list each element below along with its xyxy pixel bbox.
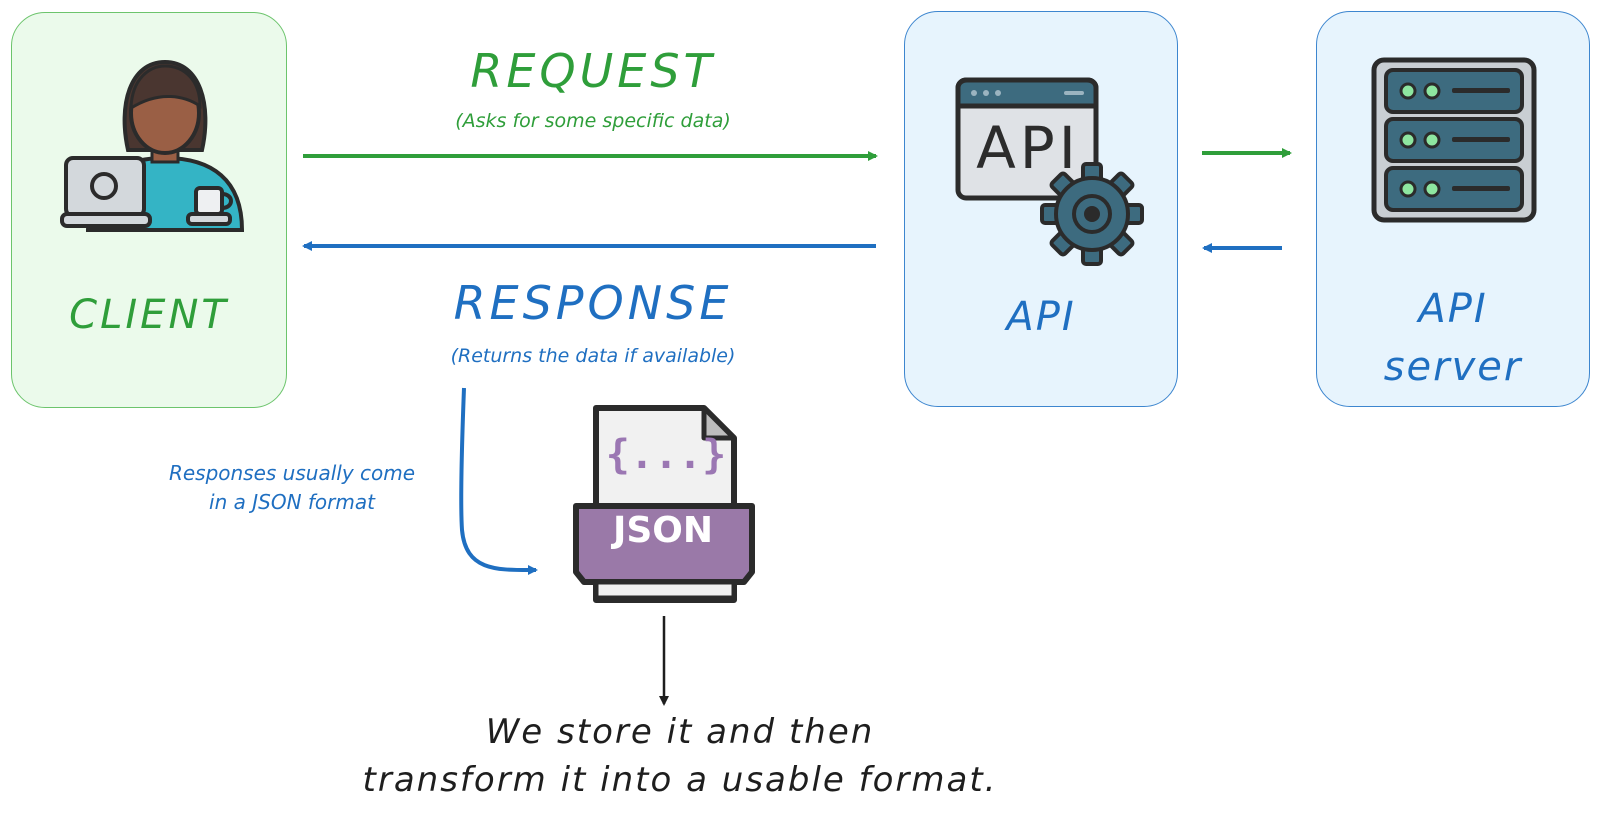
- response-title: RESPONSE: [453, 276, 733, 330]
- json-badge-label: JSON: [612, 510, 714, 551]
- json-curve-arrow: [459, 387, 538, 576]
- api-server-label-line2: server: [1383, 344, 1523, 390]
- client-label: CLIENT: [69, 292, 229, 338]
- api-label: API: [1006, 294, 1076, 340]
- api-icon-label: API: [976, 114, 1080, 182]
- api-window-gear-icon: [955, 77, 1144, 266]
- bottom-text-line1: We store it and then: [485, 712, 875, 752]
- json-note-line2: in a JSON format: [209, 490, 375, 514]
- json-note-line1: Responses usually come: [168, 461, 416, 485]
- response-subtitle: (Returns the data if available): [450, 345, 736, 367]
- api-server-label-line1: API: [1418, 286, 1488, 332]
- person-laptop-icon: [60, 59, 245, 232]
- json-file-icon: [573, 405, 755, 603]
- request-subtitle: (Asks for some specific data): [455, 110, 731, 132]
- server-rack-icon: [1371, 57, 1537, 223]
- json-braces: {...}: [605, 432, 727, 478]
- bottom-text-line2: transform it into a usable format.: [362, 760, 998, 800]
- request-title: REQUEST: [470, 44, 716, 98]
